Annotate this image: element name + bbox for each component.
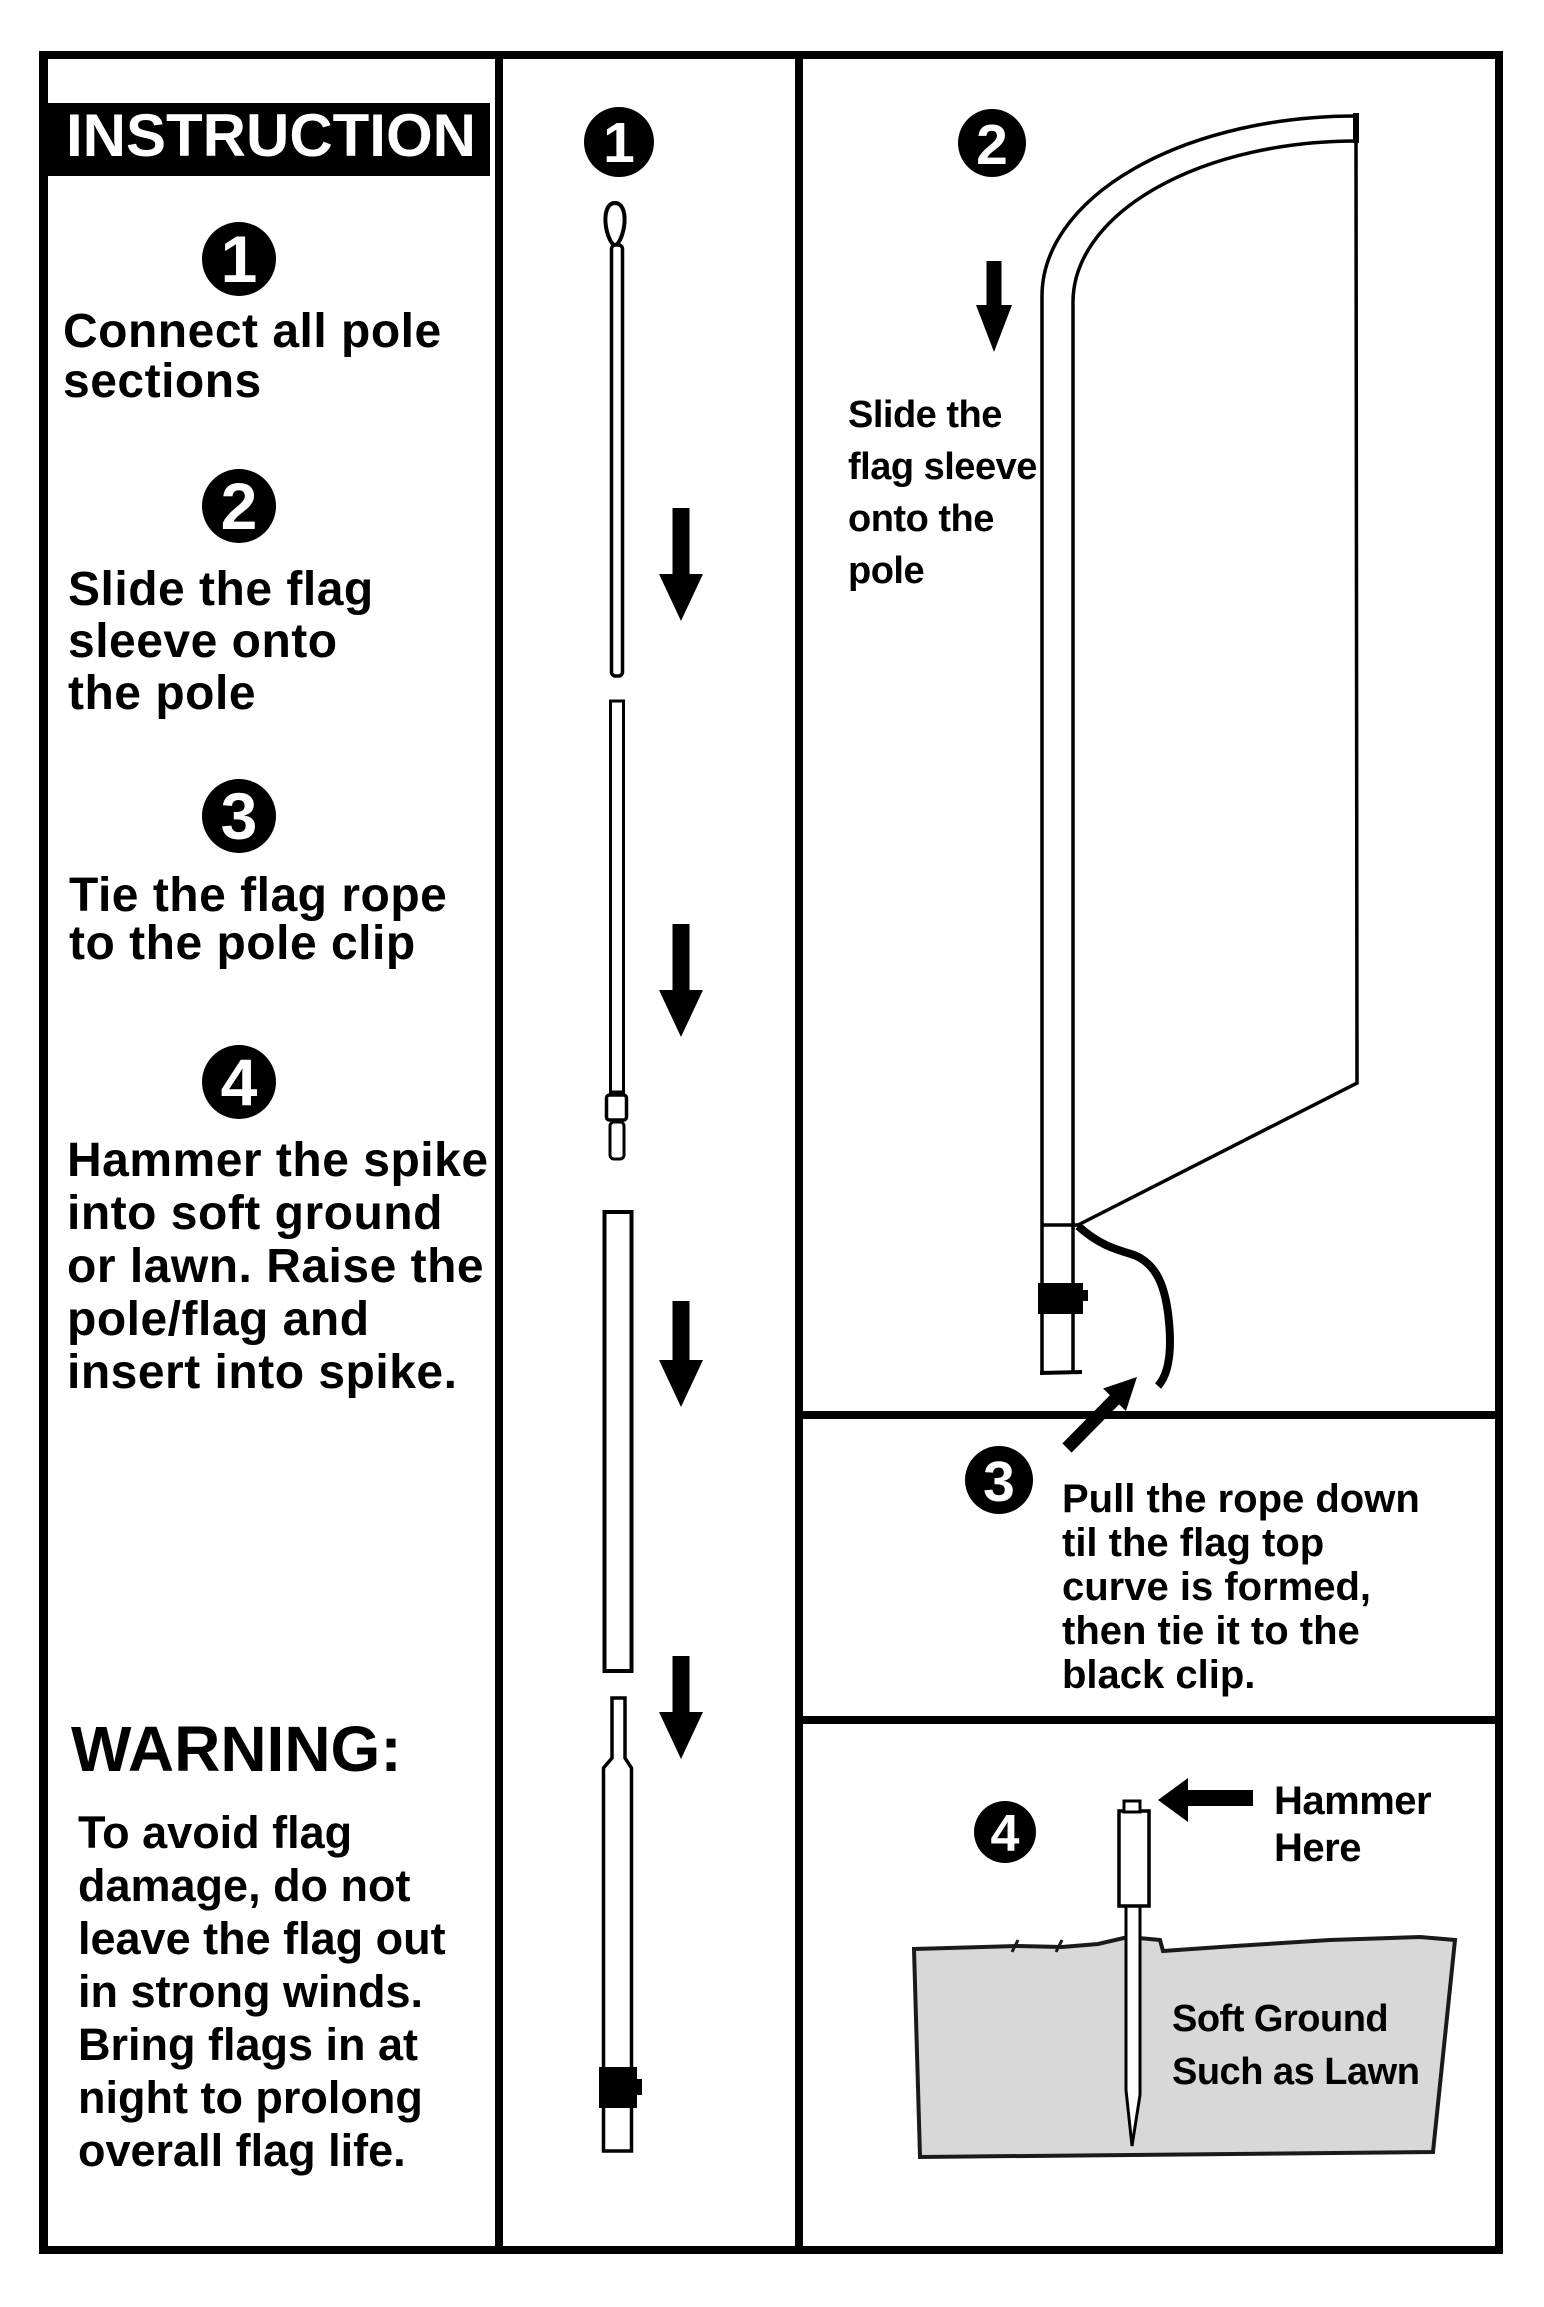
svg-text:1: 1 [603, 111, 635, 175]
svg-text:2: 2 [976, 113, 1008, 177]
svg-text:3: 3 [983, 1450, 1015, 1514]
svg-text:4: 4 [991, 1805, 1020, 1863]
